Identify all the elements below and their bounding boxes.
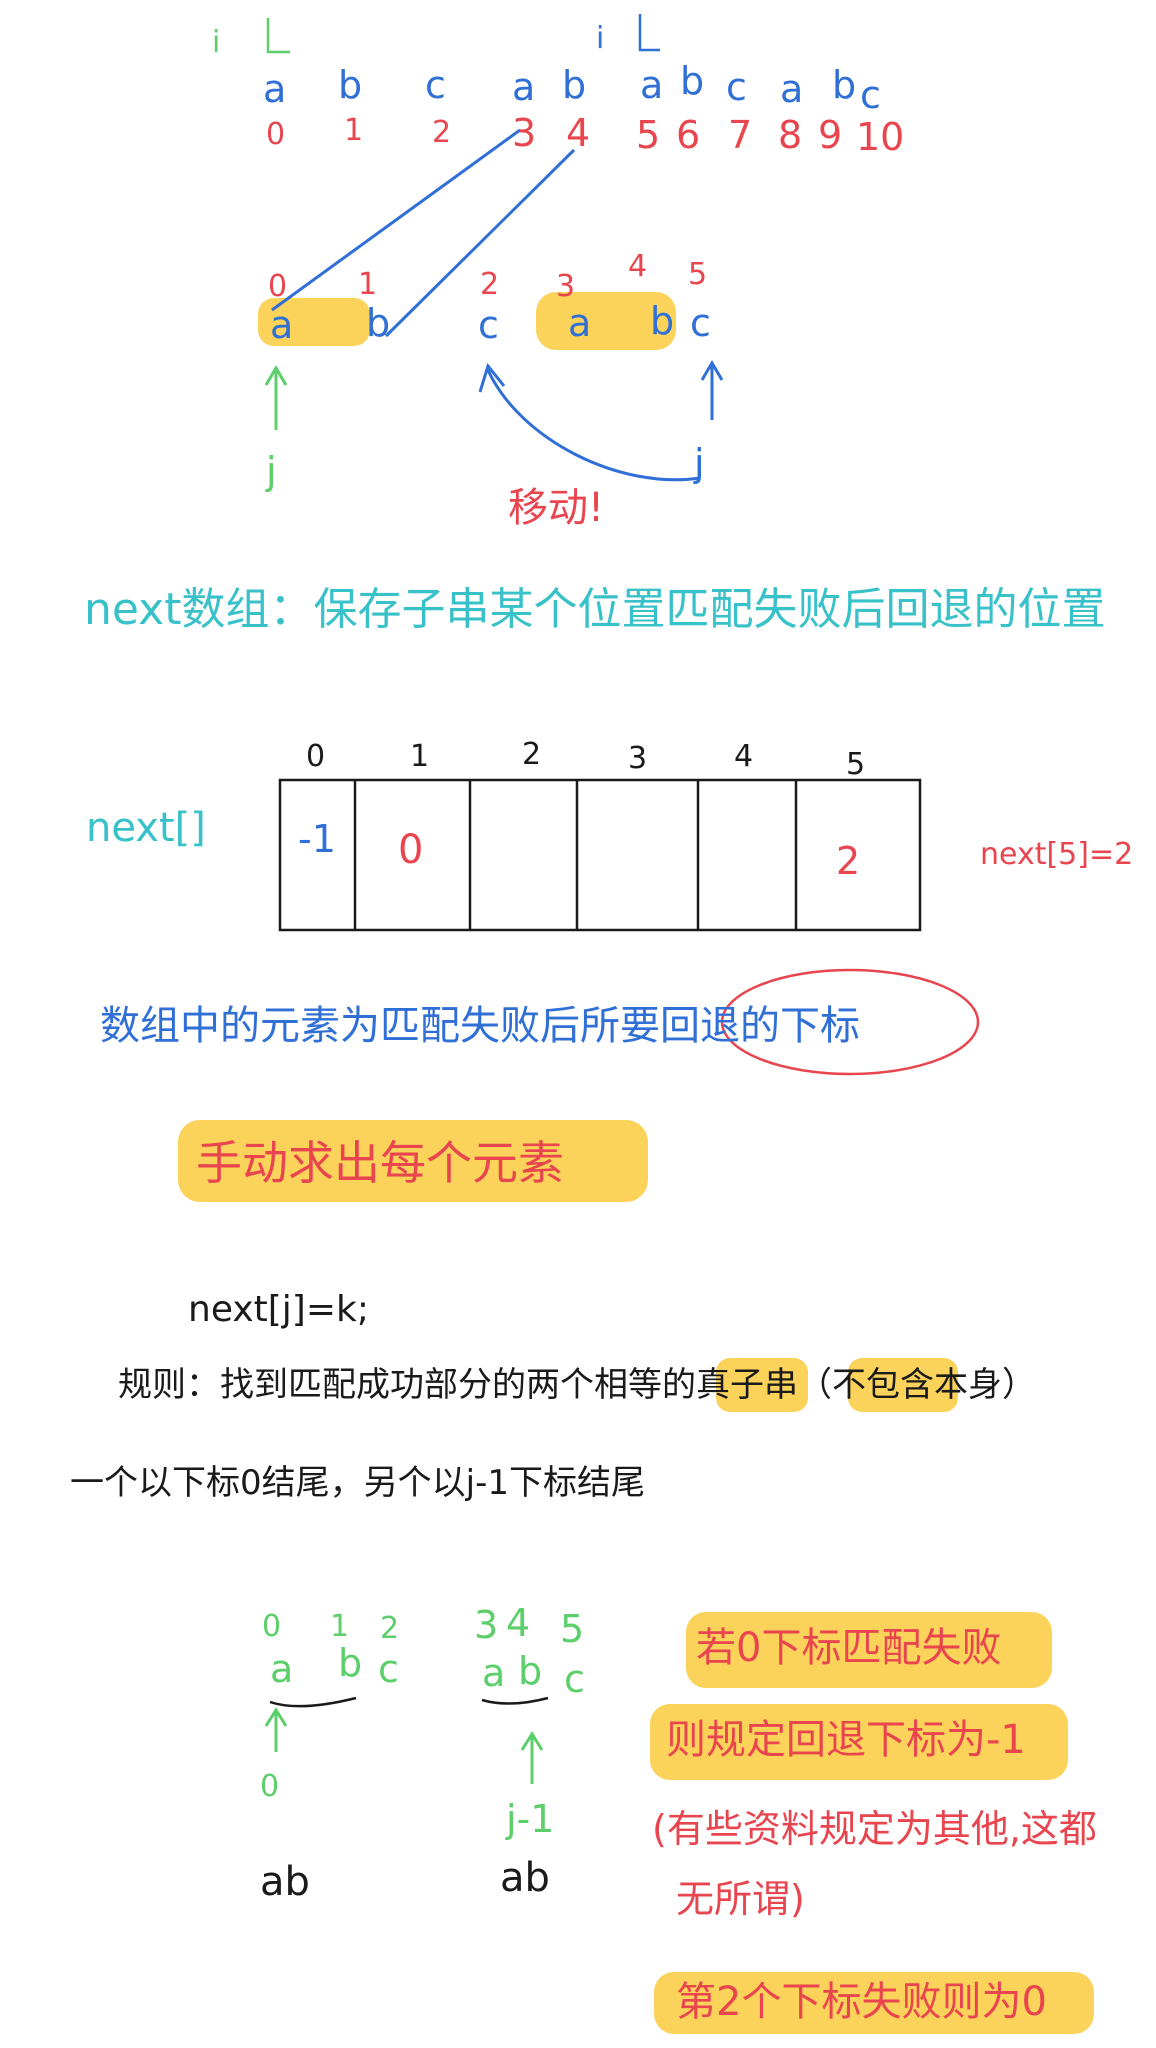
- example-index: 2: [380, 1611, 400, 1646]
- main-index: 6: [676, 113, 701, 157]
- main-index: 2: [432, 115, 452, 150]
- next-value-5: 2: [836, 839, 861, 883]
- example-index: 5: [560, 1607, 585, 1651]
- note-3a: (有些资料规定为其他,这都: [652, 1807, 1097, 1851]
- note-2: 则规定回退下标为-1: [666, 1717, 1026, 1763]
- example-index: 4: [506, 1601, 531, 1645]
- main-char: c: [860, 73, 881, 117]
- i-marker-right: i: [596, 21, 605, 56]
- j-pointer-left: j: [266, 449, 277, 493]
- main-char: a: [780, 67, 804, 111]
- table-index: 1: [410, 739, 430, 774]
- pattern-char: b: [650, 299, 675, 343]
- highlight-n2: [650, 1704, 1068, 1780]
- note-3b: 无所谓): [676, 1877, 805, 1921]
- main-index: 9: [818, 113, 843, 157]
- highlight-n1: [686, 1612, 1052, 1688]
- note-1: 若0下标匹配失败: [696, 1625, 1002, 1671]
- main-char: c: [726, 65, 747, 109]
- red-circle: [720, 968, 980, 1076]
- example-char: c: [564, 1657, 585, 1701]
- highlight-manual: [178, 1120, 648, 1202]
- main-char: b: [562, 63, 587, 107]
- j-pointer-right: j: [694, 441, 705, 485]
- pattern-index: 3: [556, 269, 576, 304]
- pattern-index: 4: [628, 249, 648, 284]
- move-label: 移动!: [508, 485, 605, 531]
- example-char: a: [270, 1647, 294, 1691]
- move-arrow: [486, 369, 701, 482]
- main-char: a: [263, 67, 287, 111]
- example-j: j-1: [506, 1797, 555, 1841]
- pattern-char: b: [366, 301, 391, 345]
- main-char: b: [680, 59, 705, 103]
- example-index: 0: [262, 1609, 282, 1644]
- rule-line-2: 一个以下标0结尾，另个以j-1下标结尾: [70, 1463, 645, 1503]
- main-char: a: [640, 63, 664, 107]
- main-index: 3: [512, 111, 537, 155]
- pattern-index: 1: [358, 267, 378, 302]
- main-index: 8: [778, 113, 803, 157]
- table-index: 3: [628, 741, 648, 776]
- highlight-n4: [654, 1972, 1094, 2034]
- pattern-char: a: [568, 301, 592, 345]
- pattern-char: c: [478, 303, 499, 347]
- next-value-1: 0: [398, 827, 424, 873]
- pattern-index: 2: [480, 267, 500, 302]
- underline-left: [269, 1696, 357, 1708]
- pattern-char: a: [270, 303, 294, 347]
- example-char: b: [518, 1649, 543, 1693]
- rule-line-1: 规则：找到匹配成功部分的两个相等的真子串（不包含本身）: [118, 1365, 1036, 1405]
- next-value-0: -1: [298, 817, 336, 861]
- i-marker-left: i: [212, 25, 221, 60]
- next-explain: 数组中的元素为匹配失败后所要回退的下标: [100, 1003, 860, 1049]
- match-line-2: [384, 148, 576, 338]
- match-line-1: [271, 128, 521, 312]
- highlight-ab: [536, 292, 676, 350]
- main-char: a: [512, 65, 536, 109]
- main-char: b: [338, 63, 363, 107]
- table-index: 4: [734, 739, 754, 774]
- formula: next[j]=k;: [188, 1289, 369, 1330]
- highlight-zhenzi: [848, 1358, 958, 1412]
- example-index: 1: [330, 1609, 350, 1644]
- main-index: 0: [266, 117, 286, 152]
- underline-right: [481, 1696, 549, 1705]
- table-index: 0: [306, 739, 326, 774]
- manual-heading: 手动求出每个元素: [196, 1136, 564, 1190]
- pattern-index: 5: [688, 257, 708, 292]
- next-definition: next数组：保存子串某个位置匹配失败后回退的位置: [84, 584, 1106, 635]
- main-char: b: [832, 63, 857, 107]
- next-side-note: next[5]=2: [980, 837, 1134, 872]
- next-table-grid: [278, 778, 922, 932]
- example-char: c: [378, 1647, 399, 1691]
- main-index: 10: [856, 115, 905, 159]
- example-zero: 0: [260, 1769, 280, 1804]
- main-index: 1: [344, 113, 364, 148]
- main-index: 4: [566, 111, 591, 155]
- main-index: 5: [636, 113, 661, 157]
- pattern-index: 0: [268, 269, 288, 304]
- pattern-char: c: [690, 301, 711, 345]
- highlight-a: [258, 298, 370, 346]
- highlight-xiangdeng: [716, 1358, 808, 1412]
- example-right-result: ab: [500, 1855, 550, 1901]
- note-4: 第2个下标失败则为0: [676, 1979, 1047, 2025]
- example-index: 3: [474, 1603, 499, 1647]
- example-left-result: ab: [260, 1859, 310, 1905]
- example-char: b: [338, 1641, 363, 1685]
- main-char: c: [425, 63, 446, 107]
- table-index: 2: [522, 737, 542, 772]
- main-index: 7: [728, 113, 753, 157]
- table-index: 5: [846, 747, 866, 782]
- next-array-label: next[]: [86, 805, 206, 851]
- example-char: a: [482, 1651, 506, 1695]
